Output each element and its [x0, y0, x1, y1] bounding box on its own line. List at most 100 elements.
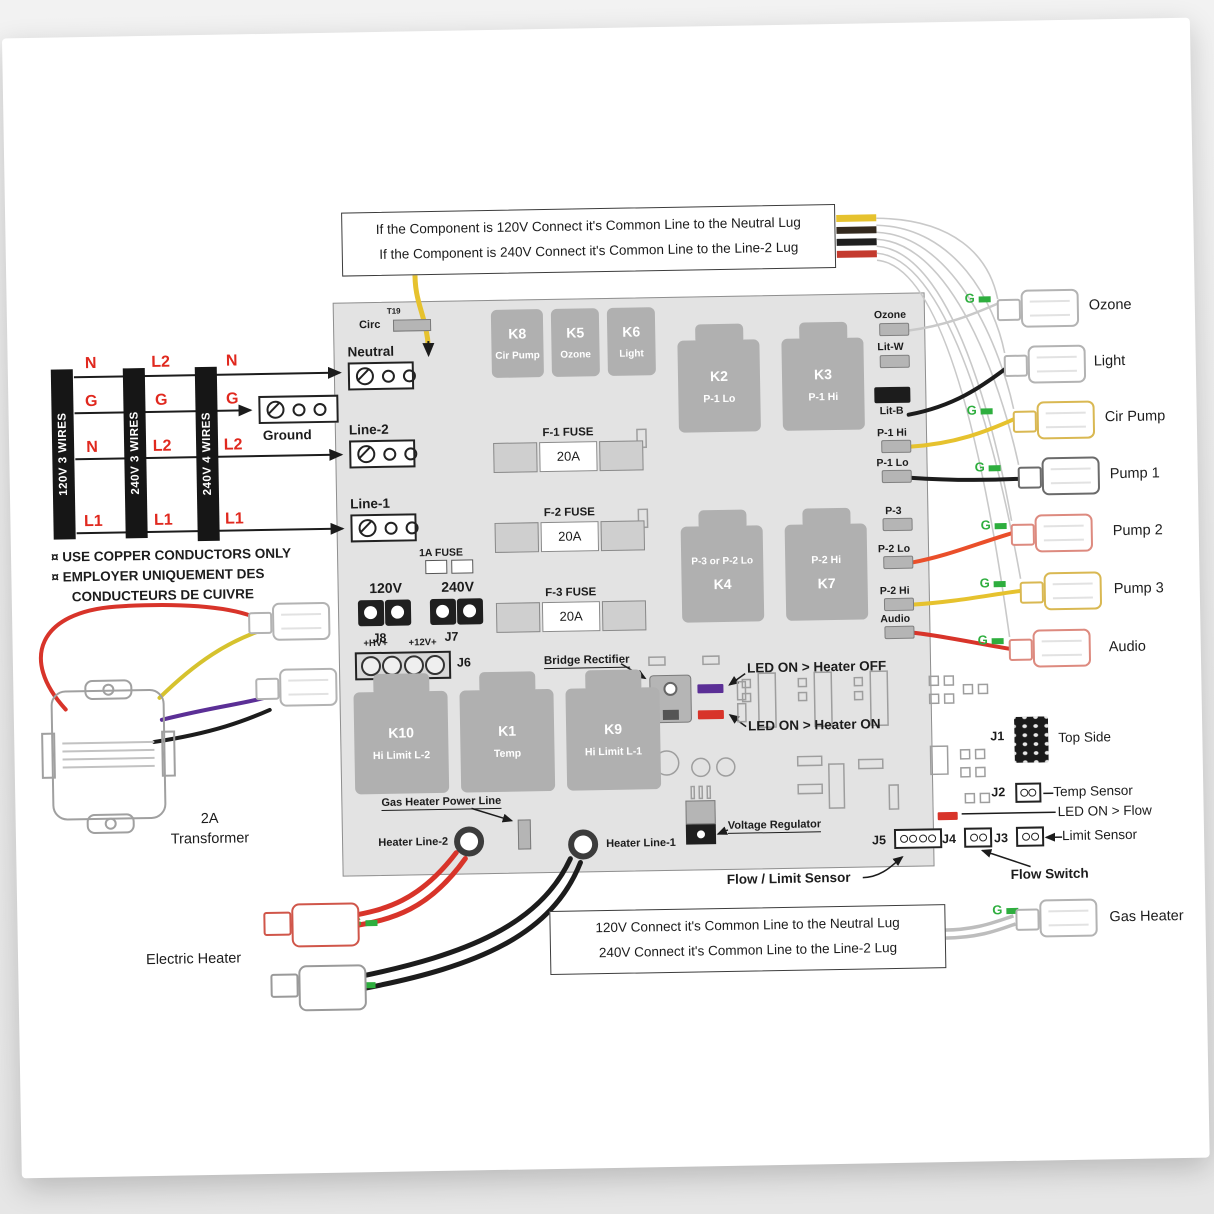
port-connector	[879, 354, 910, 369]
cir-pump-plug	[1012, 399, 1097, 442]
bottom-note-box: 120V Connect it's Common Line to the Neu…	[549, 904, 947, 976]
ground-label: Ground	[262, 427, 312, 443]
transformer-plug-b	[255, 667, 340, 710]
supply-label: L1	[224, 510, 244, 528]
top-side-label: Top Side	[1058, 729, 1112, 746]
fuse1-holder-left	[493, 442, 538, 473]
j4-label: J4	[941, 831, 957, 847]
supply-label: G	[84, 392, 98, 411]
flow-limit-sensor-label: Flow / Limit Sensor	[726, 869, 851, 887]
j7-socket-a	[429, 598, 457, 626]
j1-label: J1	[990, 729, 1005, 744]
ground-mark: G	[980, 517, 991, 533]
output-label-audio: Audio	[1108, 638, 1147, 656]
port-connector	[879, 322, 910, 337]
heater-wires	[344, 850, 583, 991]
port-label-audio: Audio	[880, 612, 911, 626]
fuse1-rating: 20A	[539, 441, 598, 473]
ground-mark: G	[979, 575, 990, 591]
heater-line2-terminal	[453, 826, 485, 857]
audio-plug	[1008, 628, 1093, 671]
heater-on-led	[697, 709, 724, 720]
led-heater-on-label: LED ON > Heater ON	[747, 716, 881, 734]
line2-lug-label: Line-2	[348, 421, 389, 438]
port-label-p2-lo: P-2 Lo	[877, 542, 911, 556]
port-label-p1-hi: P-1 Hi	[877, 426, 907, 440]
line1-lug-label: Line-1	[350, 495, 391, 512]
fuse2-rating: 20A	[540, 521, 600, 553]
supply-label: G	[225, 390, 239, 408]
j7-socket-b	[456, 598, 484, 625]
gas-heater-plug	[1015, 897, 1100, 940]
fuse-1a-label: 1A FUSE	[418, 546, 464, 560]
port-connector	[881, 439, 912, 454]
relay-k6: K6 Light	[606, 307, 656, 376]
voltage-regulator-body	[685, 800, 716, 825]
fuse2-label: F-2 FUSE	[543, 506, 596, 520]
relay-k10: K10 Hi Limit L-2	[353, 690, 450, 795]
relay-k9: K9 Hi Limit L-1	[565, 687, 662, 791]
relay-function: Light	[619, 348, 644, 360]
ground-mark: G	[974, 459, 985, 475]
gas-heater-wires	[943, 914, 1017, 940]
fuse-1a-holder-left	[425, 559, 448, 575]
copper-note-line3: CONDUCTEURS DE CUIVRE	[71, 586, 255, 605]
v12-label: +12V+	[408, 636, 437, 649]
mounting-hole	[696, 830, 706, 839]
fuse2-holder-left	[494, 522, 540, 553]
relay-k8: K8 Cir Pump	[490, 309, 544, 378]
j2-label: J2	[991, 785, 1006, 800]
j6-label: J6	[456, 655, 471, 670]
relay-k5: K5 Ozone	[550, 308, 600, 377]
relay-function: P-3 or P-2 Lo	[691, 555, 754, 568]
light-connector-black	[874, 386, 911, 404]
transformer-wires	[39, 602, 272, 744]
relay-k4: P-3 or P-2 Lo K4	[680, 525, 765, 623]
heater-line2-label: Heater Line-2	[378, 835, 449, 850]
gas-heater-power-line-label: Gas Heater Power Line	[381, 794, 502, 811]
j3-connector	[1015, 826, 1045, 847]
v240-label: 240V	[441, 578, 475, 595]
circ-label: Circ	[358, 318, 381, 332]
relay-function: Ozone	[560, 349, 591, 361]
fuse-1a-holder-right	[451, 559, 474, 574]
light-plug	[1003, 344, 1088, 387]
voltage-regulator-heatsink	[685, 824, 717, 845]
relay-id: K8	[508, 325, 527, 342]
transformer-figure	[41, 679, 176, 834]
output-label-pump2: Pump 2	[1112, 522, 1163, 540]
output-label-ozone: Ozone	[1088, 296, 1132, 314]
ozone-plug	[996, 288, 1082, 331]
heater-off-led	[697, 683, 724, 694]
fuse3-holder-right	[601, 600, 647, 632]
relay-function: Hi Limit L-2	[372, 748, 431, 762]
transformer-name: Transformer	[170, 830, 250, 848]
port-label-ozone: Ozone	[873, 308, 907, 322]
fuse3-label: F-3 FUSE	[545, 586, 597, 600]
relay-function: P-1 Hi	[808, 390, 839, 403]
output-label-pump1: Pump 1	[1109, 465, 1160, 483]
j8-socket-b	[384, 599, 412, 626]
pump1-plug	[1017, 455, 1102, 498]
gas-heater-power-connector	[517, 819, 532, 850]
v120-label: 120V	[369, 579, 403, 597]
relay-id: K6	[622, 323, 641, 340]
t19-label: T19	[386, 306, 401, 316]
bridge-rectifier-label: Bridge Rectifier	[543, 653, 630, 670]
copper-note-line2: ¤ EMPLOYER UNIQUEMENT DES	[51, 565, 265, 585]
top-note-box: If the Component is 120V Connect it's Co…	[341, 203, 837, 277]
board-silkscreen	[636, 428, 991, 810]
temp-sensor-label: Temp Sensor	[1053, 782, 1133, 800]
electric-heater-label: Electric Heater	[145, 950, 242, 969]
port-connector	[882, 517, 913, 532]
ground-mark: G	[992, 902, 1003, 918]
led-flow-label: LED ON > Flow	[1057, 802, 1152, 820]
relay-function: Temp	[493, 747, 522, 760]
copper-note-line1: ¤ USE COPPER CONDUCTORS ONLY	[50, 545, 292, 565]
ground-lug	[258, 394, 339, 425]
rectifier-body	[662, 709, 679, 721]
limit-sensor-label: Limit Sensor	[1061, 826, 1138, 844]
led-heater-off-label: LED ON > Heater OFF	[746, 658, 887, 676]
